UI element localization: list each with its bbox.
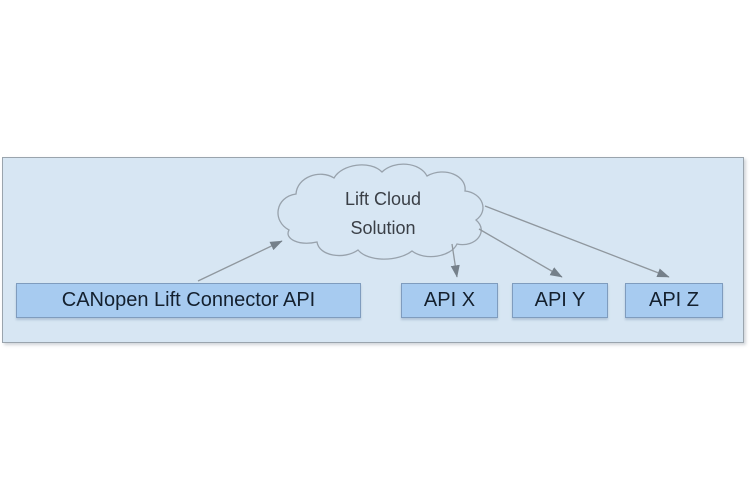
node-label: API Y (534, 289, 586, 311)
node-canopen-lift-connector-api: CANopen Lift Connector API (16, 283, 361, 318)
node-api-x: API X (401, 283, 498, 318)
node-api-z: API Z (625, 283, 723, 318)
cloud-node-label: Lift Cloud Solution (288, 185, 478, 243)
node-label: API Z (648, 289, 699, 311)
cloud-label-line1: Lift Cloud (344, 189, 422, 209)
node-label: API X (423, 289, 476, 311)
cloud-label-line2: Solution (350, 218, 416, 238)
node-api-y: API Y (512, 283, 608, 318)
node-label: CANopen Lift Connector API (61, 289, 316, 311)
